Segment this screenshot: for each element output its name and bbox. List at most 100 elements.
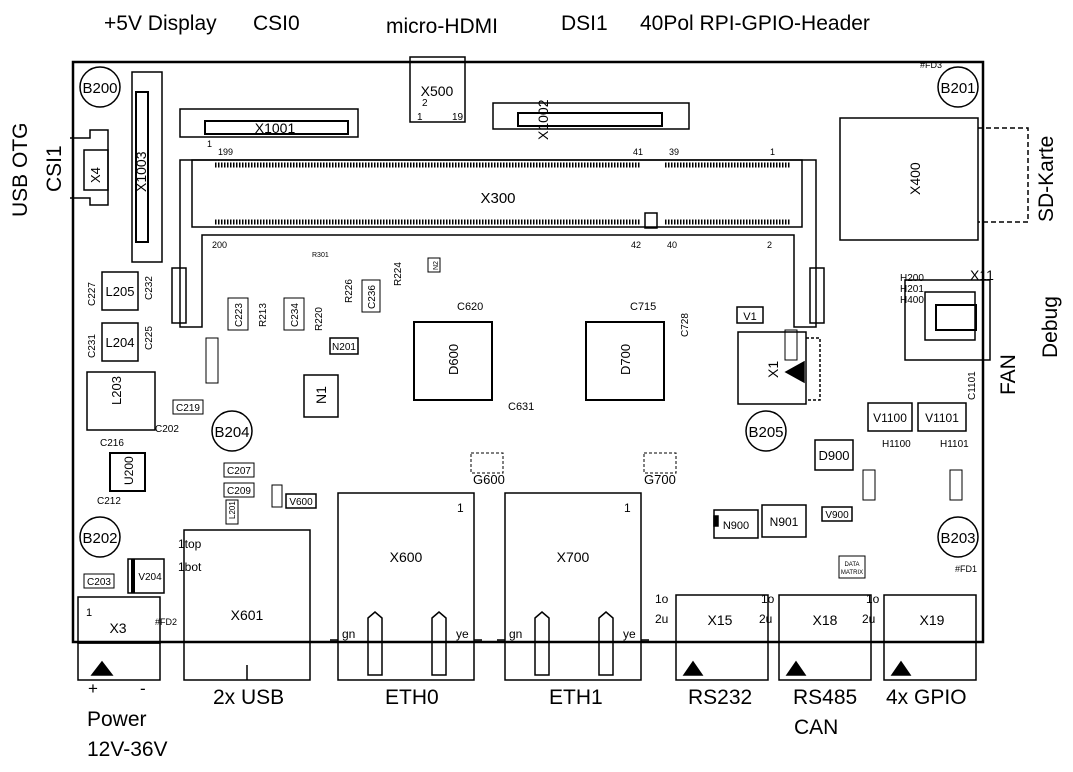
svg-text:gn: gn [342,627,355,641]
mounting-hole-b203: B203 [937,516,979,558]
svg-text:L203: L203 [109,376,124,405]
connector-x700: X700 1 gn ye [497,492,649,681]
label-rs232: RS232 [688,686,753,709]
svg-text:C728: C728 [680,313,691,337]
svg-text:U200: U200 [122,456,136,485]
svg-text:H200: H200 [900,273,924,284]
label-minus: - [140,679,146,698]
connector-x1003: X1003 [131,71,163,263]
svg-text:X19: X19 [920,612,945,628]
svg-text:X1003: X1003 [133,151,149,192]
svg-text:1: 1 [624,501,631,515]
connector-x1: X1 [737,331,821,405]
ic-d900: D900 [814,439,854,471]
svg-text:200: 200 [212,240,227,250]
svg-text:R224: R224 [393,262,404,286]
label-eth0: ETH0 [385,686,439,709]
svg-text:2u: 2u [862,612,875,626]
connector-x400: X400 [839,117,1029,241]
connector-x11: X11 [904,267,994,361]
svg-text:V600: V600 [289,497,313,508]
svg-text:1bot: 1bot [178,560,202,574]
label-eth1: ETH1 [549,686,603,709]
svg-text:X1002: X1002 [535,99,551,140]
svg-text:X1: X1 [765,361,781,378]
ic-d600: D600 [413,321,493,401]
svg-text:1o: 1o [761,592,775,606]
svg-text:gn: gn [509,627,522,641]
label-rs485: RS485 [793,686,858,709]
svg-text:C209: C209 [227,486,251,497]
svg-text:C1101: C1101 [967,371,978,400]
svg-text:X300: X300 [480,190,515,207]
inductor-l204: L204 [101,322,139,362]
svg-text:H1100: H1100 [882,439,911,450]
label-display-5v: +5V Display [104,12,217,35]
svg-text:2u: 2u [759,612,772,626]
svg-text:2u: 2u [655,612,668,626]
svg-text:42: 42 [631,240,641,250]
svg-text:2: 2 [767,240,772,250]
svg-text:40: 40 [667,240,677,250]
connector-x4: X4 [70,129,109,206]
svg-text:X18: X18 [813,612,838,628]
svg-text:1top: 1top [178,537,202,551]
svg-text:X600: X600 [390,549,423,565]
svg-text:MATRIX: MATRIX [841,570,863,576]
svg-text:N900: N900 [723,520,749,532]
svg-text:C232: C232 [144,276,155,300]
mounting-hole-b204: B204 [211,410,253,452]
svg-text:D600: D600 [446,344,461,375]
label-csi1: CSI1 [43,145,66,192]
svg-text:C234: C234 [290,303,301,327]
connector-x3: X3 1 [77,596,161,681]
connector-x18: X18 1o 2u [759,592,872,681]
svg-text:X500: X500 [421,83,454,99]
small-components: C223 R213 C234 R220 R226 C236 R224 N2 R3… [83,60,978,627]
svg-text:B203: B203 [940,530,975,547]
svg-text:39: 39 [669,147,679,157]
svg-text:1: 1 [457,501,464,515]
svg-text:X601: X601 [231,607,264,623]
svg-text:N2: N2 [433,261,440,270]
svg-text:1: 1 [417,112,423,123]
connector-x300: X300 199 1 41 39 1 200 42 40 2 [171,139,825,328]
svg-text:D900: D900 [818,448,849,463]
svg-text:H1101: H1101 [940,439,969,450]
svg-text:1: 1 [207,139,212,149]
svg-text:X700: X700 [557,549,590,565]
label-fan: FAN [997,354,1020,395]
svg-text:C715: C715 [630,301,656,313]
svg-text:1: 1 [86,607,92,619]
svg-text:D700: D700 [618,344,633,375]
svg-text:G700: G700 [644,472,676,487]
svg-text:2: 2 [422,98,428,109]
svg-text:C207: C207 [227,466,251,477]
label-4x-gpio: 4x GPIO [886,686,967,709]
connector-x15: X15 1o 2u [655,592,769,681]
svg-text:N201: N201 [332,342,356,353]
svg-text:V1100: V1100 [873,411,907,425]
diode-v900: V900 [821,506,853,522]
label-csi0: CSI0 [253,12,300,35]
svg-text:X4: X4 [88,167,103,183]
svg-text:V1: V1 [743,311,756,323]
ic-n901: N901 [761,504,807,538]
svg-text:B205: B205 [748,424,783,441]
svg-text:#FD3: #FD3 [920,60,942,70]
ic-d700: D700 [585,321,665,401]
svg-text:1: 1 [770,147,775,157]
mounting-hole-b200: B200 [79,66,121,108]
diode-v600: V600 [285,493,317,509]
diode-v1: V1 [736,306,764,324]
svg-text:C231: C231 [87,334,98,358]
svg-text:ye: ye [623,627,636,641]
mounting-hole-b205: B205 [745,410,787,452]
svg-text:C216: C216 [100,438,124,449]
ic-n900: N900 [713,509,759,539]
svg-text:B202: B202 [82,530,117,547]
svg-text:X11: X11 [970,267,994,283]
svg-text:#FD1: #FD1 [955,564,977,574]
svg-text:DATA: DATA [844,562,859,568]
